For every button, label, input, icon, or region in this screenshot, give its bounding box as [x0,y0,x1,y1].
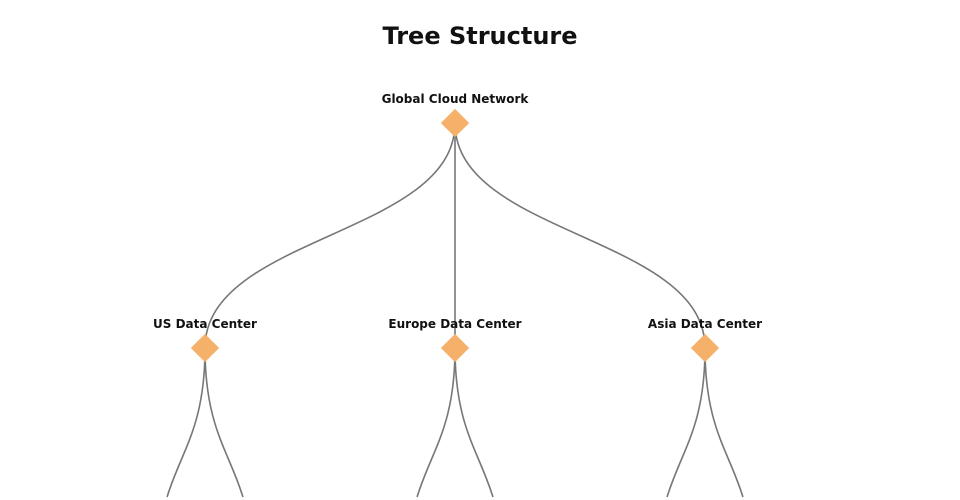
child-node[interactable]: Europe Data Center [388,317,522,363]
chart-title: Tree Structure [382,22,578,50]
edge-child-to-leaf [666,347,706,498]
diamond-node-icon[interactable] [440,108,470,138]
edge-child-to-leaf [704,347,744,498]
edge-root-to-child [454,122,706,349]
child-node[interactable]: Asia Data Center [648,317,762,363]
child-node[interactable]: US Data Center [153,317,257,363]
diamond-node-icon[interactable] [190,333,220,363]
diamond-node-icon[interactable] [440,333,470,363]
node-label: US Data Center [153,317,257,331]
root-node[interactable]: Global Cloud Network [382,92,530,138]
diamond-node-icon[interactable] [690,333,720,363]
edge-root-to-child [204,122,456,349]
edge-child-to-leaf [204,347,244,498]
edge-child-to-leaf [454,347,494,498]
edge-child-to-leaf [416,347,456,498]
edge-child-to-leaf [166,347,206,498]
node-label: Asia Data Center [648,317,762,331]
node-label: Europe Data Center [388,317,521,331]
node-label: Global Cloud Network [382,92,530,106]
